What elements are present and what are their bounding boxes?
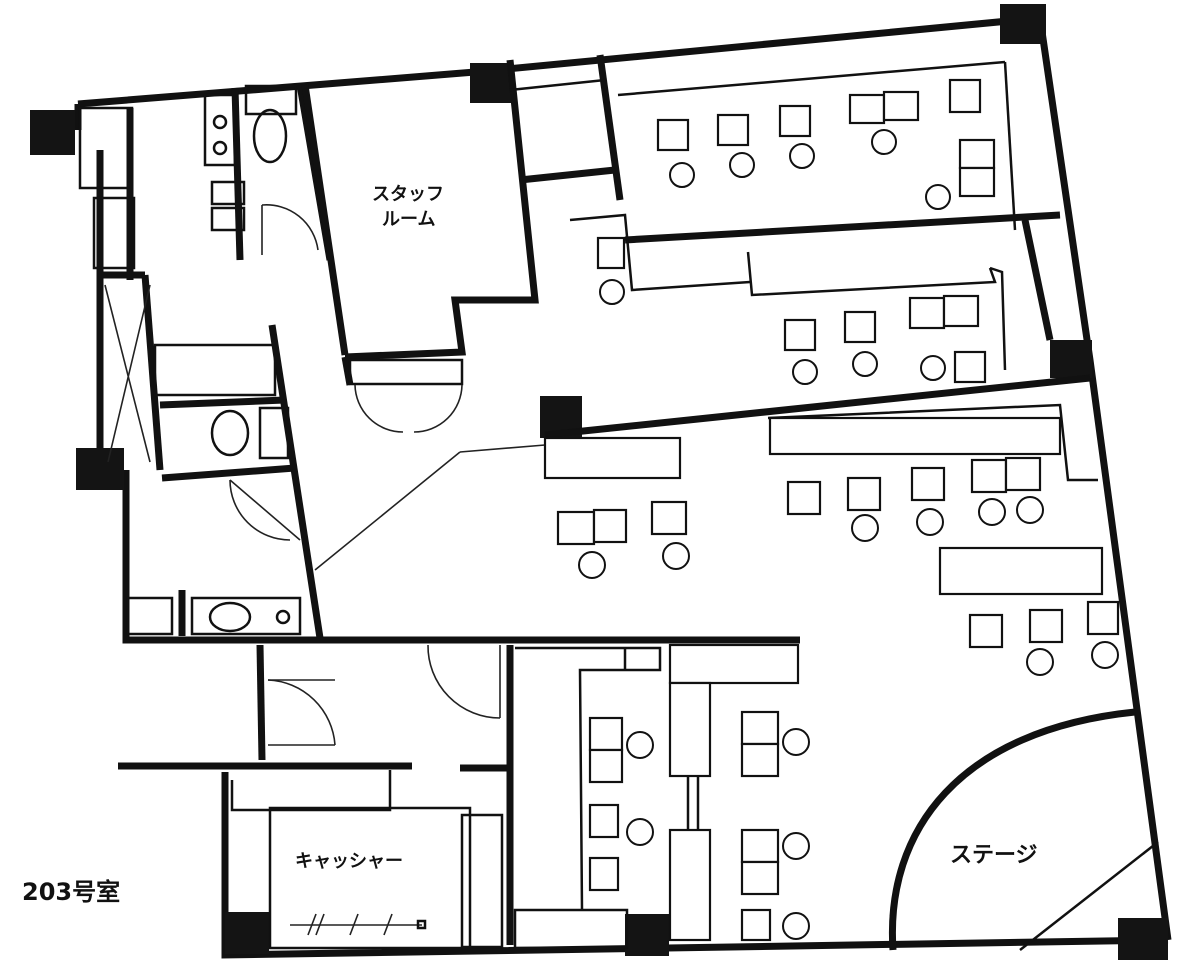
central-seating-zone	[314, 374, 1120, 676]
left-service-area	[78, 84, 334, 639]
stage-label: ステージ	[950, 843, 1038, 868]
staff-room: スタッフ ルーム	[301, 59, 539, 433]
upper-seating-zone	[509, 54, 1061, 385]
staff-room-label-line1: スタッフ	[372, 184, 444, 205]
staff-room-label-line2: ルーム	[382, 209, 435, 230]
lower-booths	[256, 643, 810, 950]
stage-area: ステージ	[888, 708, 1159, 951]
room-number-label: 203号室	[22, 878, 120, 906]
cashier-area: キャッシャー	[230, 770, 504, 950]
cashier-label: キャッシャー	[295, 851, 403, 872]
